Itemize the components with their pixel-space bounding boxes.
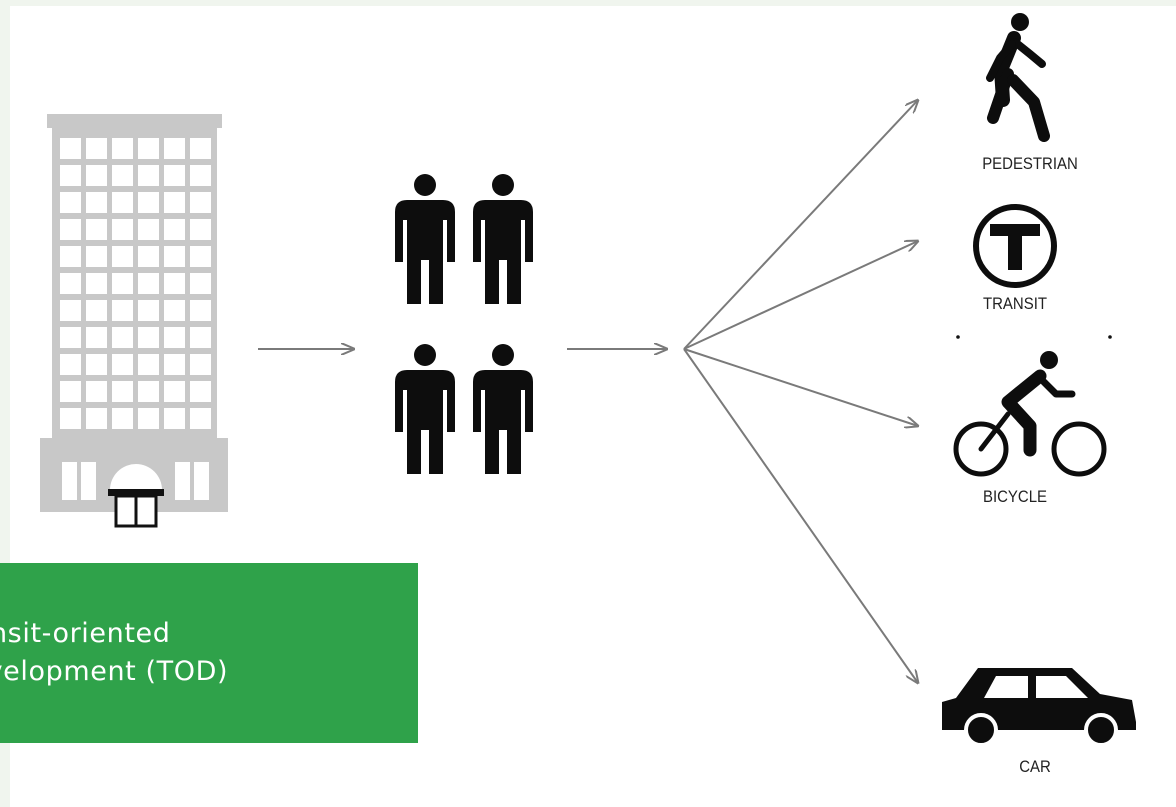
person-figure [473, 174, 533, 304]
building-window [138, 192, 159, 213]
building-window [60, 219, 81, 240]
building-window [112, 138, 133, 159]
building-window [164, 192, 185, 213]
label-transit: TRANSIT [982, 294, 1047, 313]
car-icon [942, 668, 1136, 747]
tod-caption-line2: Development (TOD) [0, 656, 229, 687]
building-window [86, 246, 107, 267]
building-window [190, 192, 211, 213]
arrow-to-pedestrian [683, 100, 918, 350]
pedestrian-icon [986, 13, 1050, 142]
building-window [164, 300, 185, 321]
building-window [60, 327, 81, 348]
building-window [60, 246, 81, 267]
building-window [164, 354, 185, 375]
building-window [190, 165, 211, 186]
transit-t-icon [956, 204, 1112, 339]
building-window [86, 138, 107, 159]
building-window [164, 408, 185, 429]
building-window [60, 408, 81, 429]
building-window [60, 300, 81, 321]
building-window [190, 354, 211, 375]
label-car: CAR [1019, 757, 1051, 776]
building-window [190, 300, 211, 321]
building-window [164, 165, 185, 186]
building-window [138, 300, 159, 321]
building-window [86, 300, 107, 321]
building-window [86, 381, 107, 402]
building-window [164, 246, 185, 267]
building-window [86, 327, 107, 348]
building-window [60, 192, 81, 213]
building-window [86, 408, 107, 429]
building-window [190, 219, 211, 240]
building-window [164, 138, 185, 159]
building-window [164, 219, 185, 240]
building-window [112, 165, 133, 186]
building-window [86, 273, 107, 294]
building-window [138, 381, 159, 402]
label-pedestrian: PEDESTRIAN [982, 154, 1078, 173]
building-window [112, 300, 133, 321]
building-window [138, 327, 159, 348]
building-window [190, 381, 211, 402]
arrow-to-bicycle [683, 348, 918, 426]
building-window [138, 354, 159, 375]
building-window [138, 138, 159, 159]
building-window [60, 165, 81, 186]
building-window [112, 273, 133, 294]
building-window [138, 219, 159, 240]
building-window [164, 327, 185, 348]
building-window [164, 273, 185, 294]
mode-arrows [683, 100, 918, 683]
building-window [112, 381, 133, 402]
building-window [112, 192, 133, 213]
people-group-icon [395, 174, 533, 474]
building-window [190, 408, 211, 429]
building-window [190, 246, 211, 267]
office-building-icon [40, 114, 228, 528]
label-bicycle: BICYCLE [982, 487, 1048, 506]
tod-caption-line1: Transit-oriented [0, 618, 171, 649]
building-window [60, 273, 81, 294]
building-window [112, 219, 133, 240]
building-window [190, 327, 211, 348]
person-figure [395, 174, 455, 304]
building-window [138, 246, 159, 267]
building-window [138, 408, 159, 429]
building-window [112, 408, 133, 429]
building-window [112, 327, 133, 348]
building-window [86, 354, 107, 375]
building-window [86, 165, 107, 186]
building-window [112, 354, 133, 375]
bicycle-icon [953, 351, 1107, 477]
building-window [60, 381, 81, 402]
arrow-to-transit [683, 241, 918, 350]
arrow-to-car [683, 348, 918, 683]
building-window [190, 138, 211, 159]
building-window [138, 165, 159, 186]
building-window [138, 273, 159, 294]
building-window [164, 381, 185, 402]
building-window [86, 192, 107, 213]
person-figure [395, 344, 455, 474]
tod-caption-box: Transit-oriented Development (TOD) [0, 563, 418, 743]
person-figure [473, 344, 533, 474]
building-window [112, 246, 133, 267]
building-window [60, 138, 81, 159]
building-window [86, 219, 107, 240]
building-window [60, 354, 81, 375]
building-window [190, 273, 211, 294]
tod-caption-text: Transit-oriented Development (TOD) [0, 615, 418, 691]
